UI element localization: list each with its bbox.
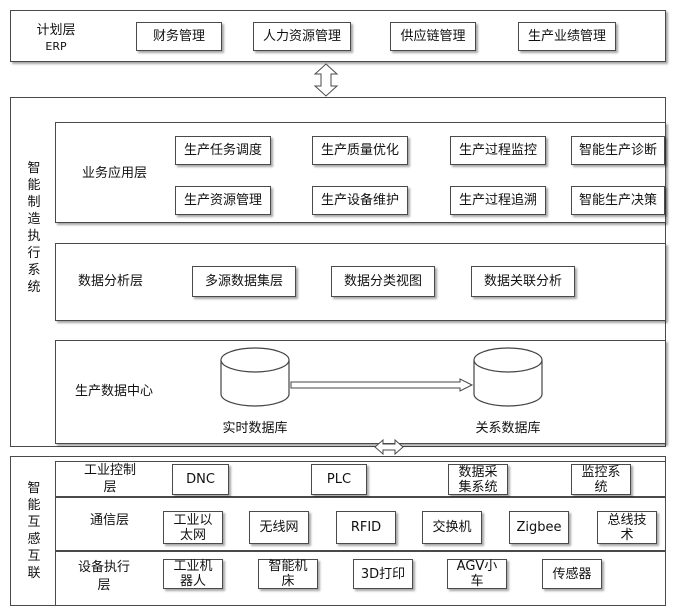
control-layer-label: 工业控制 层 [78, 462, 142, 496]
business-item: 生产质量优化 [312, 136, 408, 165]
mes-side-char: 执 [27, 229, 41, 244]
device-item-3d-print: 3D打印 [353, 559, 413, 589]
control-item-dnc: DNC [172, 464, 229, 495]
control-item-text: 监控系 [581, 464, 621, 480]
comm-layer-label: 通信层 [90, 513, 130, 528]
business-layer-label: 业务应用层 [82, 166, 148, 181]
device-item-text: 智能机 [268, 559, 308, 574]
device-item-text: 工业机 [173, 559, 213, 574]
erp-label-line2: ERP [45, 40, 67, 53]
erp-layer-label: 计划层 ERP [28, 23, 84, 55]
business-item: 生产过程监控 [450, 136, 546, 165]
control-item-monitoring: 监控系 统 [571, 464, 631, 495]
comm-item-rfid: RFID [336, 511, 396, 544]
control-item-text: PLC [326, 472, 352, 487]
comm-item-text: 总线技 [607, 512, 647, 528]
control-item-data-acquisition: 数据采 集系统 [448, 464, 508, 495]
analysis-item: 数据关联分析 [471, 266, 575, 297]
control-item-plc: PLC [311, 464, 367, 495]
comm-item-wireless: 无线网 [249, 511, 309, 544]
erp-module-supply-chain: 供应链管理 [390, 22, 476, 51]
device-item-agv: AGV小 车 [447, 559, 507, 589]
business-item: 生产过程追溯 [450, 186, 546, 215]
control-label-line1: 工业控制 [83, 463, 136, 478]
device-label-line1: 设备执行 [77, 560, 130, 575]
control-item-text: 数据采 [458, 464, 498, 480]
erp-module-finance: 财务管理 [136, 22, 222, 51]
mes-side-char: 能 [27, 178, 41, 193]
relational-database-label: 关系数据库 [475, 421, 541, 436]
mes-side-char: 造 [27, 212, 41, 227]
erp-module-performance: 生产业绩管理 [518, 22, 616, 51]
production-data-center [55, 340, 666, 444]
analysis-item: 数据分类视图 [331, 266, 435, 297]
analysis-item: 多源数据集层 [192, 266, 296, 297]
business-item: 智能生产决策 [571, 186, 665, 215]
business-item: 生产资源管理 [175, 186, 271, 215]
comm-item-bus: 总线技 术 [597, 511, 657, 544]
comm-item-switch: 交换机 [422, 511, 482, 544]
erp-label-line1: 计划层 [36, 23, 76, 38]
mes-side-char: 制 [27, 195, 41, 210]
iot-side-char: 互 [27, 549, 41, 564]
comm-item-text: 无线网 [259, 520, 299, 535]
iot-side-char: 能 [27, 498, 41, 513]
datacenter-label: 生产数据中心 [75, 384, 154, 399]
business-item: 生产任务调度 [175, 136, 271, 165]
device-item-text: 车 [470, 574, 484, 589]
device-label-line2: 层 [97, 578, 111, 593]
double-arrow-mes-iot [374, 438, 404, 456]
control-item-text: 集系统 [458, 479, 498, 495]
iot-side-char: 感 [27, 532, 41, 547]
comm-item-zigbee: Zigbee [509, 511, 569, 544]
device-item-text: 传感器 [552, 566, 592, 582]
comm-item-text: RFID [350, 520, 382, 535]
control-item-text: 统 [594, 479, 608, 495]
relational-database-icon [473, 347, 543, 407]
comm-item-ethernet: 工业以 太网 [163, 511, 223, 544]
device-item-text: 3D打印 [360, 566, 406, 582]
mes-side-char: 统 [27, 280, 41, 295]
iot-side-label: 智 能 互 感 互 联 [26, 480, 42, 582]
device-item-smart-machine: 智能机 床 [258, 559, 318, 589]
control-item-text: DNC [186, 472, 215, 487]
device-item-sensor: 传感器 [542, 559, 602, 589]
device-item-text: AGV小 [456, 559, 498, 574]
business-item: 智能生产诊断 [571, 136, 665, 165]
comm-item-text: 工业以 [173, 512, 213, 528]
device-item-robot: 工业机 器人 [163, 559, 223, 589]
erp-module-hr: 人力资源管理 [253, 22, 351, 51]
device-item-text: 床 [281, 574, 295, 589]
iot-side-char: 互 [27, 515, 41, 530]
analysis-layer-label: 数据分析层 [78, 274, 144, 289]
mes-side-char: 系 [27, 263, 41, 278]
comm-item-text: Zigbee [516, 520, 562, 535]
comm-item-text: 术 [620, 527, 634, 543]
mes-side-char: 行 [27, 246, 41, 261]
control-label-line2: 层 [103, 480, 117, 495]
iot-side-char: 智 [27, 481, 41, 496]
business-item: 生产设备维护 [312, 186, 408, 215]
comm-item-text: 交换机 [432, 520, 472, 535]
realtime-database-icon [220, 347, 290, 407]
mes-side-char: 智 [27, 161, 41, 176]
double-arrow-erp-mes [313, 63, 339, 97]
sync-arrow [290, 378, 474, 392]
comm-item-text: 太网 [179, 527, 206, 543]
device-layer-label: 设备执行 层 [72, 559, 136, 595]
mes-side-label: 智 能 制 造 执 行 系 统 [26, 160, 42, 296]
device-item-text: 器人 [179, 574, 206, 589]
iot-side-char: 联 [27, 566, 41, 581]
realtime-database-label: 实时数据库 [222, 421, 288, 436]
